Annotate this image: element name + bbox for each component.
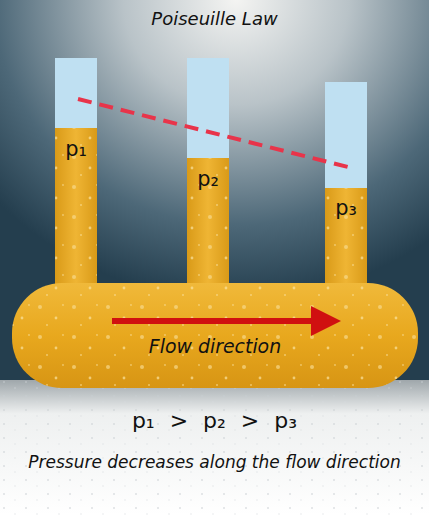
flow-label: Flow direction [12,335,418,357]
pressure-inequality: p₁ > p₂ > p₃ [65,408,365,433]
pressure-label: p₁ [55,137,97,161]
pressure-tube: p₁ [55,58,97,293]
pressure-label: p₃ [325,196,367,220]
title: Poiseuille Law [65,8,365,29]
pressure-tube: p₂ [187,58,229,293]
caption: Pressure decreases along the flow direct… [15,450,415,475]
pressure-label: p₂ [187,167,229,191]
pressure-tube: p₃ [325,82,367,293]
flow-pipe: Flow direction [12,283,418,388]
